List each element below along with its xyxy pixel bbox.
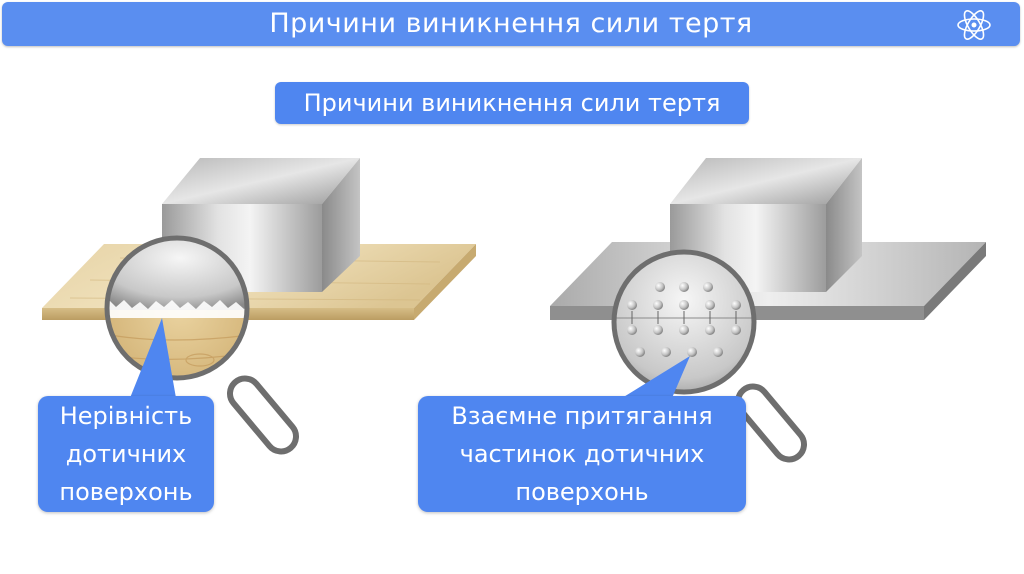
header-bar: Причини виникнення сили тертя	[2, 2, 1020, 46]
callout-surface-roughness: Нерівність дотичних поверхонь	[38, 396, 214, 512]
atom-icon	[957, 10, 991, 40]
subtitle-label: Причини виникнення сили тертя	[275, 82, 749, 124]
magnifier-handle-right	[735, 383, 807, 463]
page-title: Причини виникнення сили тертя	[269, 8, 753, 39]
callout-pointer-left	[130, 318, 176, 398]
callout-line: поверхонь	[59, 478, 193, 506]
callout-line: Взаємне притягання	[451, 402, 713, 430]
callout-pointer-right	[622, 356, 690, 398]
magnifier-lens-left	[104, 235, 250, 381]
callout-particle-attraction: Взаємне притягання частинок дотичних пов…	[418, 396, 746, 512]
particle-grid	[627, 282, 741, 357]
callout-line: Нерівність	[59, 402, 193, 430]
callout-line: поверхонь	[515, 478, 649, 506]
callout-line: частинок дотичних	[459, 440, 705, 468]
callout-line: дотичних	[65, 440, 187, 468]
metal-block-right	[670, 158, 862, 292]
magnifier-handle-left	[227, 375, 299, 455]
